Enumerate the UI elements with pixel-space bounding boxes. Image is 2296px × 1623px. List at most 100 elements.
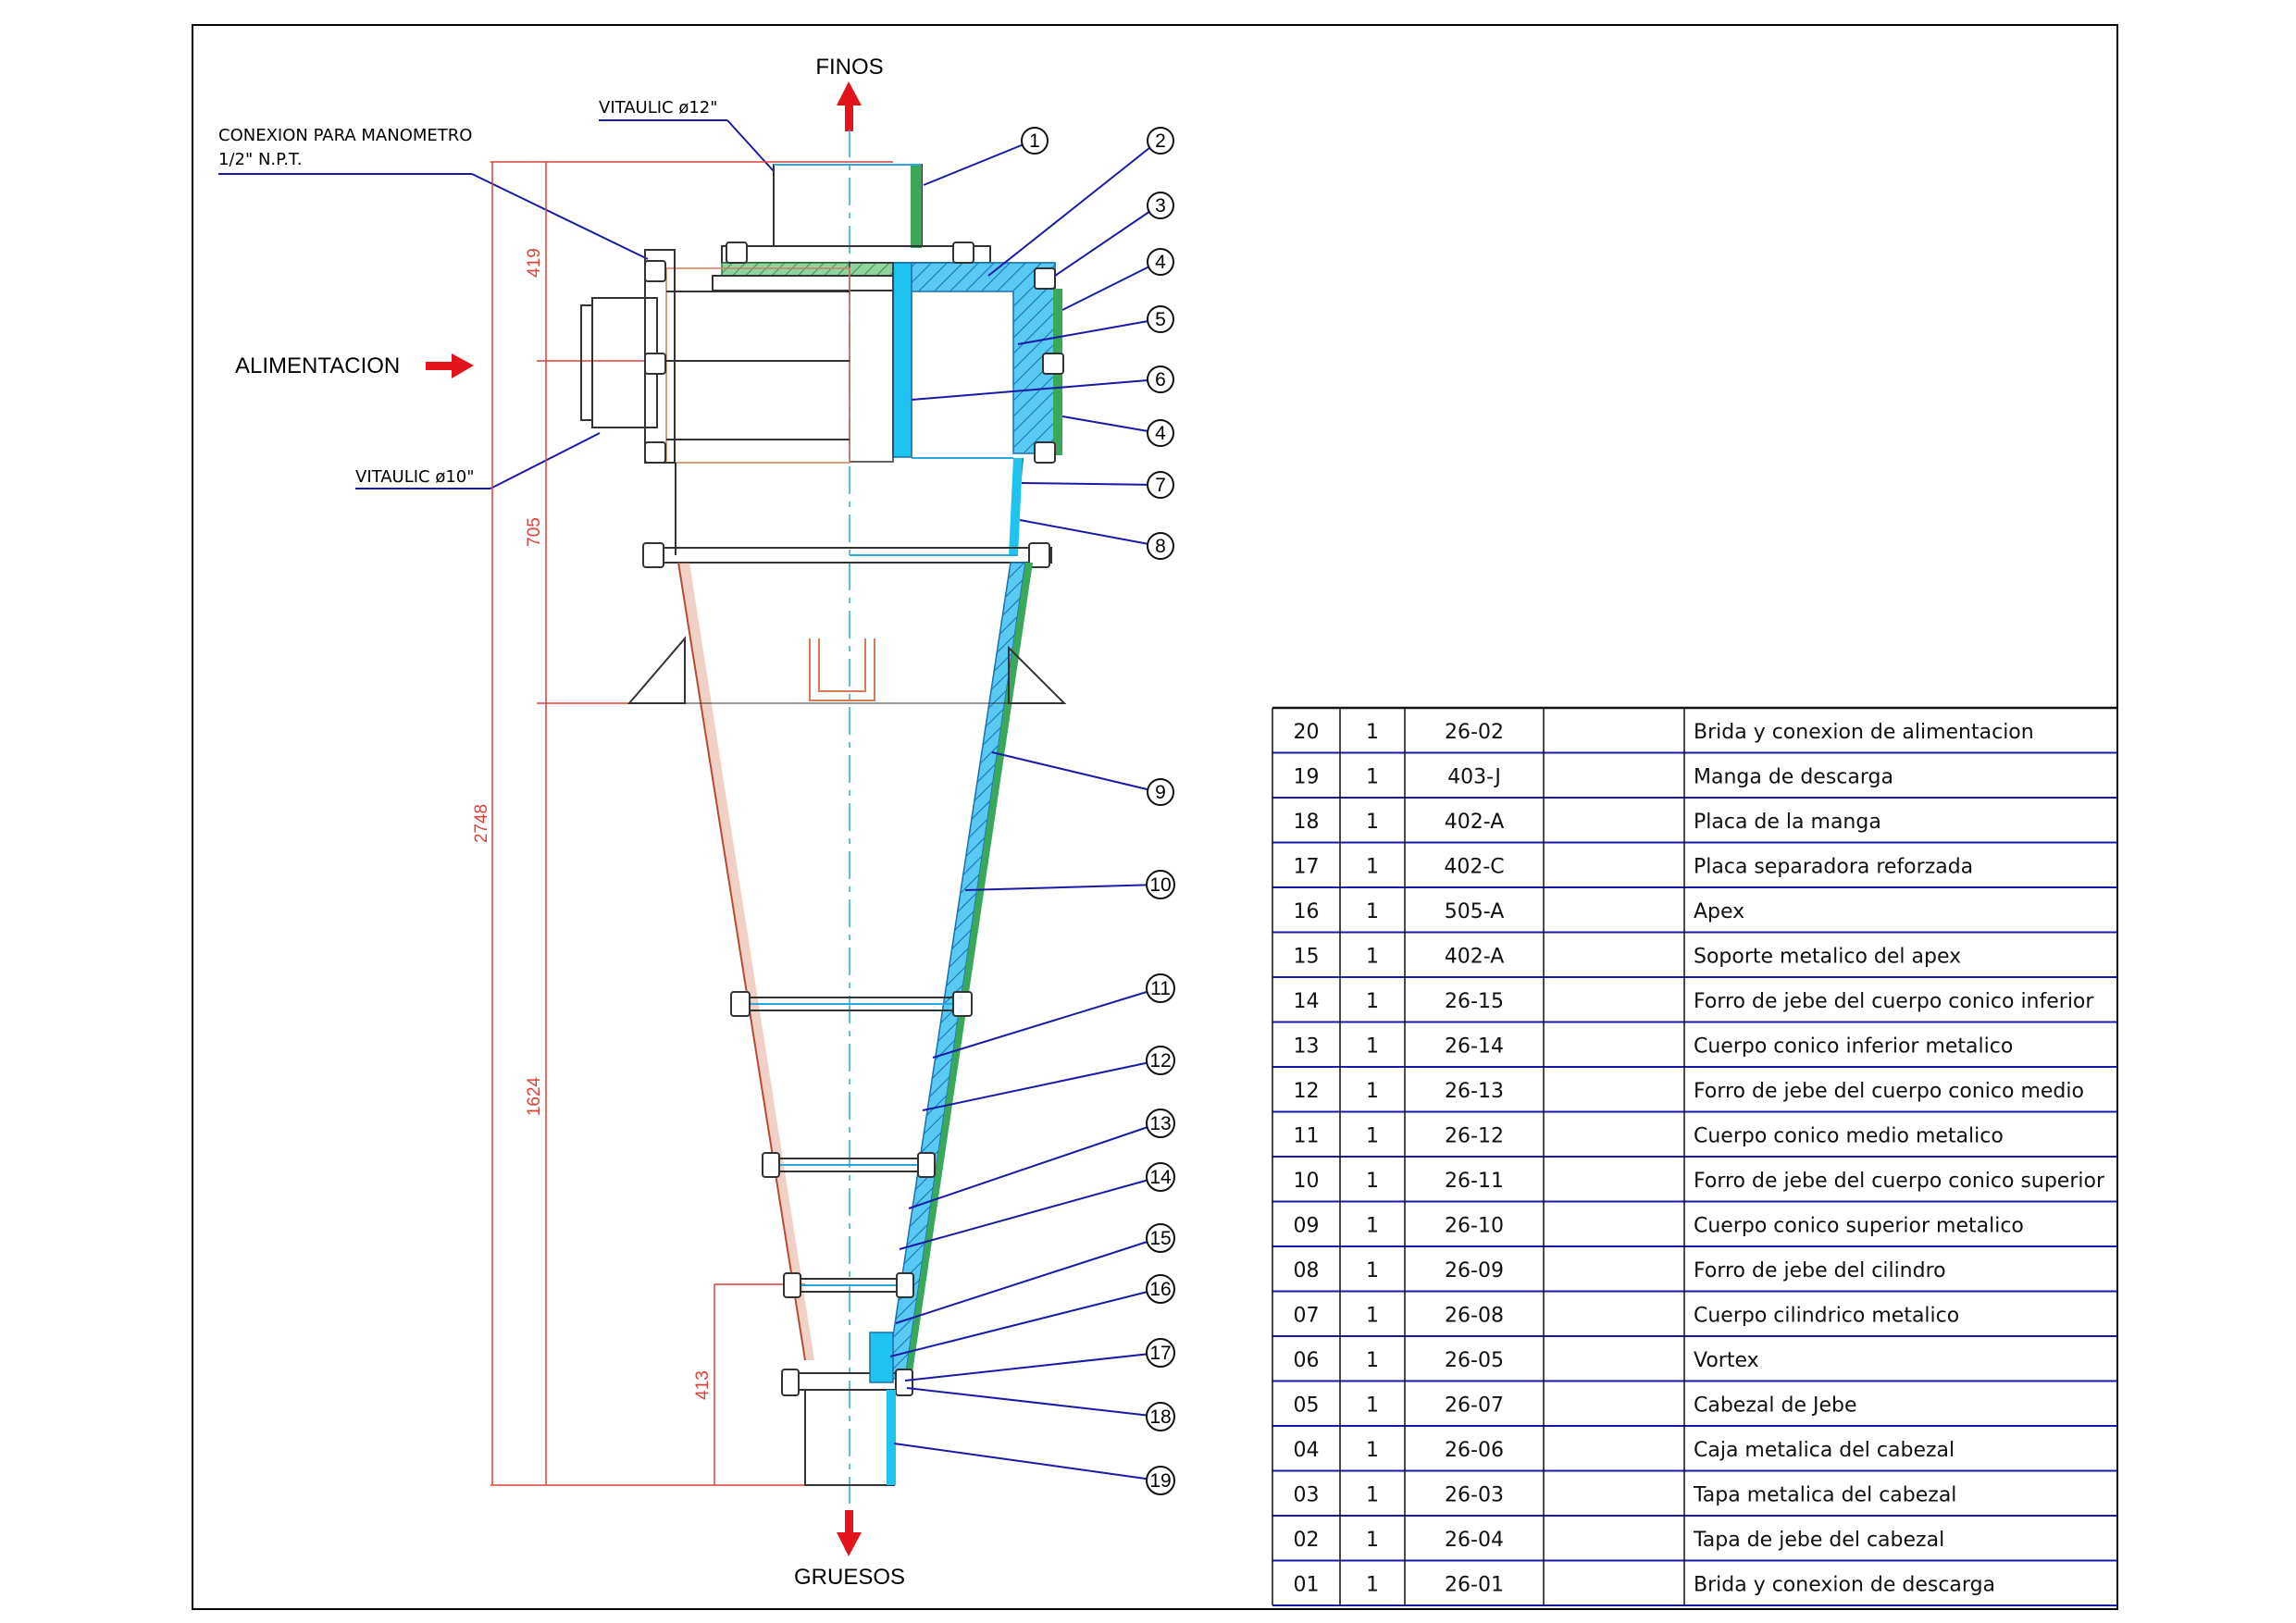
bom-item: 08 — [1294, 1259, 1320, 1282]
bom-code: 26-14 — [1445, 1035, 1504, 1059]
bom-item: 19 — [1294, 766, 1320, 789]
bom-description: Forro de jebe del cuerpo conico inferior — [1694, 990, 2094, 1013]
bom-code: 26-03 — [1445, 1484, 1504, 1507]
bom-qty: 1 — [1366, 1125, 1379, 1148]
bom-qty: 1 — [1366, 1439, 1379, 1462]
svg-text:10: 10 — [1149, 874, 1171, 896]
bom-item: 16 — [1294, 900, 1320, 923]
bom-qty: 1 — [1366, 1080, 1379, 1103]
bom-description: Cuerpo conico inferior metalico — [1694, 1035, 2013, 1059]
bom-qty: 1 — [1366, 1215, 1379, 1238]
balloon-9: 9 — [1147, 778, 1174, 806]
bom-code: 26-12 — [1445, 1125, 1504, 1148]
balloon-7: 7 — [1147, 471, 1174, 499]
bom-row: 16 1 505-A Apex — [1294, 900, 1745, 923]
bom-item: 03 — [1294, 1484, 1320, 1507]
bom-qty: 1 — [1366, 990, 1379, 1013]
dimension-2748: 2748 — [472, 804, 491, 843]
bom-code: 26-15 — [1445, 990, 1504, 1013]
bom-qty: 1 — [1366, 900, 1379, 923]
bom-qty: 1 — [1366, 1529, 1379, 1552]
svg-text:6: 6 — [1155, 369, 1166, 390]
bom-row: 03 1 26-03 Tapa metalica del cabezal — [1294, 1484, 1957, 1507]
bom-description: Forro de jebe del cuerpo conico superior — [1694, 1170, 2105, 1193]
bom-item: 15 — [1294, 946, 1320, 969]
svg-text:14: 14 — [1149, 1167, 1172, 1188]
bom-description: Brida y conexion de alimentacion — [1694, 721, 2034, 744]
arrow-up-icon — [837, 81, 862, 131]
bom-code: 26-08 — [1445, 1305, 1504, 1328]
bom-description: Vortex — [1694, 1349, 1759, 1372]
label-gruesos: GRUESOS — [794, 1565, 905, 1590]
bom-code: 26-02 — [1445, 721, 1504, 744]
bom-description: Tapa metalica del cabezal — [1693, 1484, 1956, 1507]
balloons — [889, 140, 1160, 1481]
bom-code: 402-A — [1445, 946, 1505, 969]
bom-item: 02 — [1294, 1529, 1320, 1552]
bom-item: 18 — [1294, 811, 1320, 834]
bom-code: 402-A — [1445, 811, 1505, 834]
bom-item: 05 — [1294, 1394, 1320, 1418]
svg-text:11: 11 — [1150, 978, 1171, 999]
svg-text:9: 9 — [1155, 782, 1166, 803]
bom-qty: 1 — [1366, 1484, 1379, 1507]
balloon-5: 5 — [1147, 305, 1174, 333]
bom-description: Forro de jebe del cilindro — [1694, 1259, 1946, 1282]
bom-description: Caja metalica del cabezal — [1694, 1439, 1955, 1462]
bom-description: Apex — [1694, 900, 1744, 923]
svg-text:4: 4 — [1155, 252, 1166, 273]
svg-text:13: 13 — [1149, 1113, 1171, 1134]
balloon-18: 18 — [1146, 1402, 1175, 1431]
bom-item: 20 — [1294, 721, 1320, 744]
balloon-17: 17 — [1146, 1338, 1175, 1368]
bom-qty: 1 — [1366, 811, 1379, 834]
bom-qty: 1 — [1366, 1349, 1379, 1372]
bom-item: 01 — [1294, 1574, 1320, 1597]
bom-description: Cabezal de Jebe — [1694, 1394, 1857, 1418]
svg-text:5: 5 — [1155, 309, 1166, 330]
callout-vitaulic-12: VITAULIC ø12" — [599, 98, 718, 118]
label-finos: FINOS — [815, 55, 883, 80]
svg-text:19: 19 — [1149, 1470, 1171, 1492]
balloon-10: 10 — [1146, 870, 1175, 899]
balloon-13: 13 — [1146, 1109, 1175, 1138]
bom-item: 12 — [1294, 1080, 1320, 1103]
balloon-4a: 4 — [1147, 248, 1174, 276]
balloon-16: 16 — [1146, 1274, 1175, 1304]
balloon-3: 3 — [1147, 192, 1174, 219]
bom-description: Manga de descarga — [1694, 766, 1893, 789]
svg-text:7: 7 — [1155, 475, 1166, 496]
bom-qty: 1 — [1366, 946, 1379, 969]
bom-description: Soporte metalico del apex — [1694, 946, 1961, 969]
bom-description: Cuerpo conico medio metalico — [1694, 1125, 2004, 1148]
bom-qty: 1 — [1366, 1170, 1379, 1193]
bom-item: 07 — [1294, 1305, 1320, 1328]
svg-text:3: 3 — [1155, 195, 1166, 217]
bom-description: Placa de la manga — [1694, 811, 1881, 834]
bom-code: 505-A — [1445, 900, 1505, 923]
bom-description: Tapa de jebe del cabezal — [1693, 1529, 1944, 1552]
svg-text:12: 12 — [1149, 1050, 1171, 1072]
bom-code: 26-11 — [1445, 1170, 1504, 1193]
balloon-12: 12 — [1146, 1046, 1175, 1075]
balloon-19: 19 — [1146, 1466, 1175, 1495]
bom-code: 26-04 — [1445, 1529, 1504, 1552]
svg-text:17: 17 — [1149, 1343, 1171, 1364]
svg-text:18: 18 — [1149, 1406, 1171, 1428]
bom-code: 402-C — [1444, 856, 1504, 879]
bom-item: 17 — [1294, 856, 1320, 879]
bom-code: 26-05 — [1445, 1349, 1504, 1372]
dimension-705: 705 — [525, 517, 544, 547]
callout-vitaulic-10: VITAULIC ø10" — [355, 467, 475, 487]
dimension-413: 413 — [693, 1370, 713, 1400]
